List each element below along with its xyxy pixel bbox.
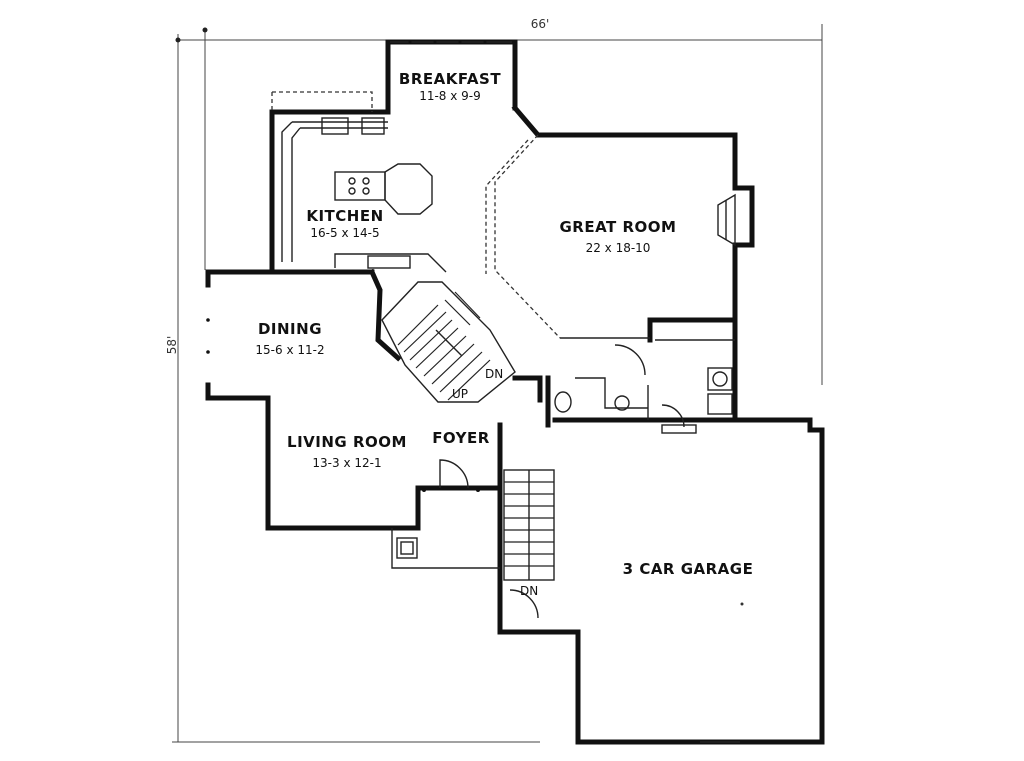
- breakfast-name: BREAKFAST: [399, 70, 501, 88]
- dimension-lines: 66' 58': [165, 17, 823, 743]
- garage-staircase: DN: [503, 469, 555, 619]
- living-room-name: LIVING ROOM: [287, 433, 407, 451]
- room-labels: BREAKFAST 11-8 x 9-9 KITCHEN 16-5 x 14-5…: [255, 70, 754, 578]
- garage-stair-down-label: DN: [520, 584, 538, 598]
- width-dimension: 66': [531, 17, 550, 31]
- garage-name: 3 CAR GARAGE: [623, 560, 754, 578]
- great-room-name: GREAT ROOM: [560, 218, 677, 236]
- service-rooms: [512, 339, 735, 434]
- kitchen-counters: [281, 117, 447, 273]
- great-room-size: 22 x 18-10: [586, 241, 651, 255]
- stair-up-label: UP: [452, 387, 468, 401]
- breakfast-size: 11-8 x 9-9: [419, 89, 481, 103]
- kitchen-size: 16-5 x 14-5: [310, 226, 379, 240]
- exterior-walls: [205, 39, 825, 745]
- dining-name: DINING: [258, 320, 322, 338]
- foyer-name: FOYER: [432, 429, 490, 447]
- garage-doors: [700, 602, 825, 743]
- dining-size: 15-6 x 11-2: [255, 343, 324, 357]
- depth-dimension: 58': [165, 336, 179, 355]
- main-staircase: UP DN: [368, 268, 516, 403]
- great-room-walls: [485, 134, 736, 339]
- front-entry: [391, 459, 500, 569]
- stair-down-label: DN: [485, 367, 503, 381]
- kitchen-name: KITCHEN: [306, 207, 383, 225]
- living-room-size: 13-3 x 12-1: [312, 456, 381, 470]
- bay-windows: [206, 40, 682, 354]
